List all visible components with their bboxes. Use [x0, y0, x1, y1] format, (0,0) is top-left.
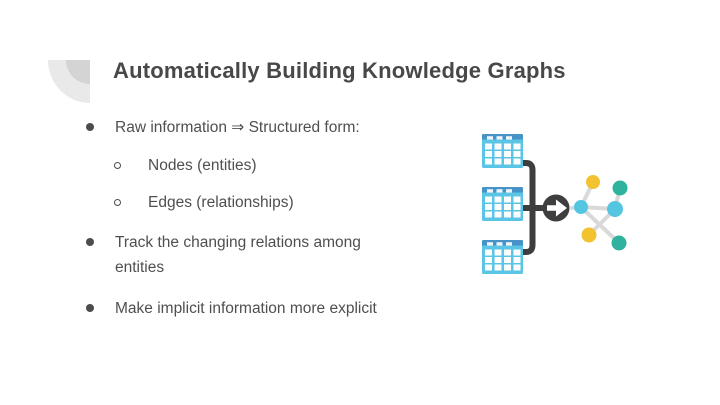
bullet-track-relations: Track the changing relations among entit… — [115, 234, 361, 276]
sub-bullet-marker — [114, 162, 121, 169]
graph-node-teal — [611, 235, 627, 251]
graph-node-blue — [607, 201, 623, 217]
table-icon-1 — [482, 134, 523, 168]
corner-quarter-circle-inner — [66, 60, 90, 84]
corner-quarter-circle-decoration — [48, 60, 90, 103]
sub-bullet-nodes: Nodes (entities) — [148, 157, 257, 174]
graph-node-blue — [574, 200, 588, 214]
bullet-raw-information: Raw information ⇒ Structured form: — [115, 119, 360, 136]
sub-bullet-marker — [114, 199, 121, 206]
table-icon-3 — [482, 240, 523, 274]
arrow-circle-icon — [542, 194, 570, 222]
bullet-marker — [86, 238, 94, 246]
table-icon-2 — [482, 187, 523, 221]
bullet-marker — [86, 304, 94, 312]
slide-title: Automatically Building Knowledge Graphs — [113, 58, 566, 83]
bullet-marker — [86, 123, 94, 131]
graph-node-yellow — [581, 227, 597, 243]
graph-node-teal — [612, 180, 628, 196]
bullet-implicit-information: Make implicit information more explicit — [115, 300, 377, 317]
merge-bracket — [520, 160, 544, 255]
graph-node-yellow — [586, 175, 600, 189]
knowledge-graph-illustration — [482, 134, 628, 274]
sub-bullet-edges: Edges (relationships) — [148, 194, 294, 211]
